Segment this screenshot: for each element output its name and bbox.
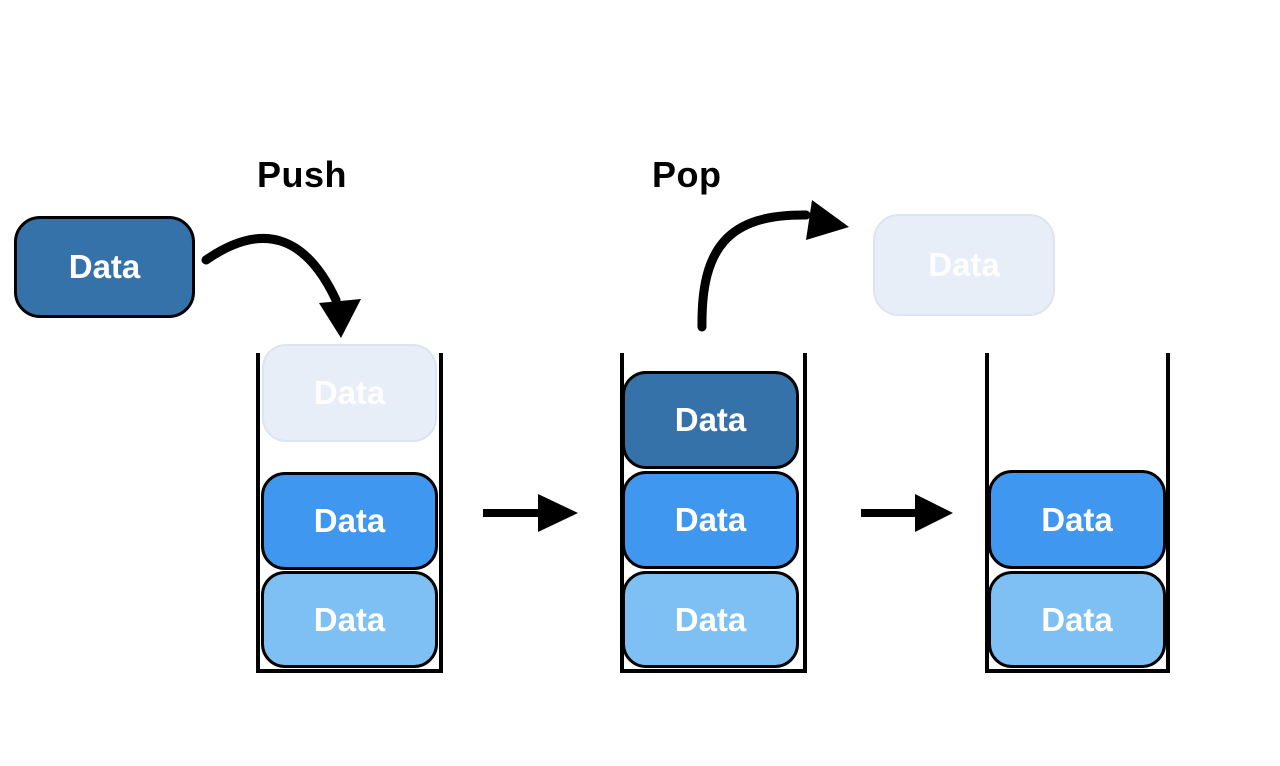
popped-data-box: Data xyxy=(873,214,1055,316)
stack3-item-top: Data xyxy=(988,470,1166,569)
stack2-item-top: Data xyxy=(622,371,799,469)
incoming-data-box: Data xyxy=(14,216,195,318)
transition-arrow-1 xyxy=(483,494,578,532)
stack1-item-middle: Data xyxy=(261,472,438,570)
pop-title: Pop xyxy=(652,154,722,195)
stack1-item-bottom-label: Data xyxy=(313,600,386,638)
stack3-item-bottom-label: Data xyxy=(1041,600,1113,638)
stack2-item-top-label: Data xyxy=(674,401,747,438)
stack2-item-bottom-label: Data xyxy=(674,600,747,638)
transition-arrow-2 xyxy=(861,494,953,532)
popped-data-box-label: Data xyxy=(928,246,1000,283)
stack-container-3 xyxy=(985,353,1170,673)
incoming-data-box-label: Data xyxy=(68,248,141,285)
pop-arrow xyxy=(697,200,849,332)
stack-container-1 xyxy=(256,353,443,673)
stack1-item-bottom: Data xyxy=(261,571,438,668)
stack1-item-ghost-label: Data xyxy=(313,374,386,411)
push-arrow xyxy=(201,233,361,338)
stack3-item-top-label: Data xyxy=(1041,500,1113,538)
stack1-item-ghost: Data xyxy=(262,344,437,442)
stack2-item-bottom: Data xyxy=(622,571,799,668)
stack2-item-middle: Data xyxy=(622,471,799,569)
push-title: Push xyxy=(257,154,348,195)
stack3-item-bottom: Data xyxy=(988,571,1166,668)
stack2-item-middle-label: Data xyxy=(674,501,747,538)
stack1-item-middle-label: Data xyxy=(313,502,386,539)
